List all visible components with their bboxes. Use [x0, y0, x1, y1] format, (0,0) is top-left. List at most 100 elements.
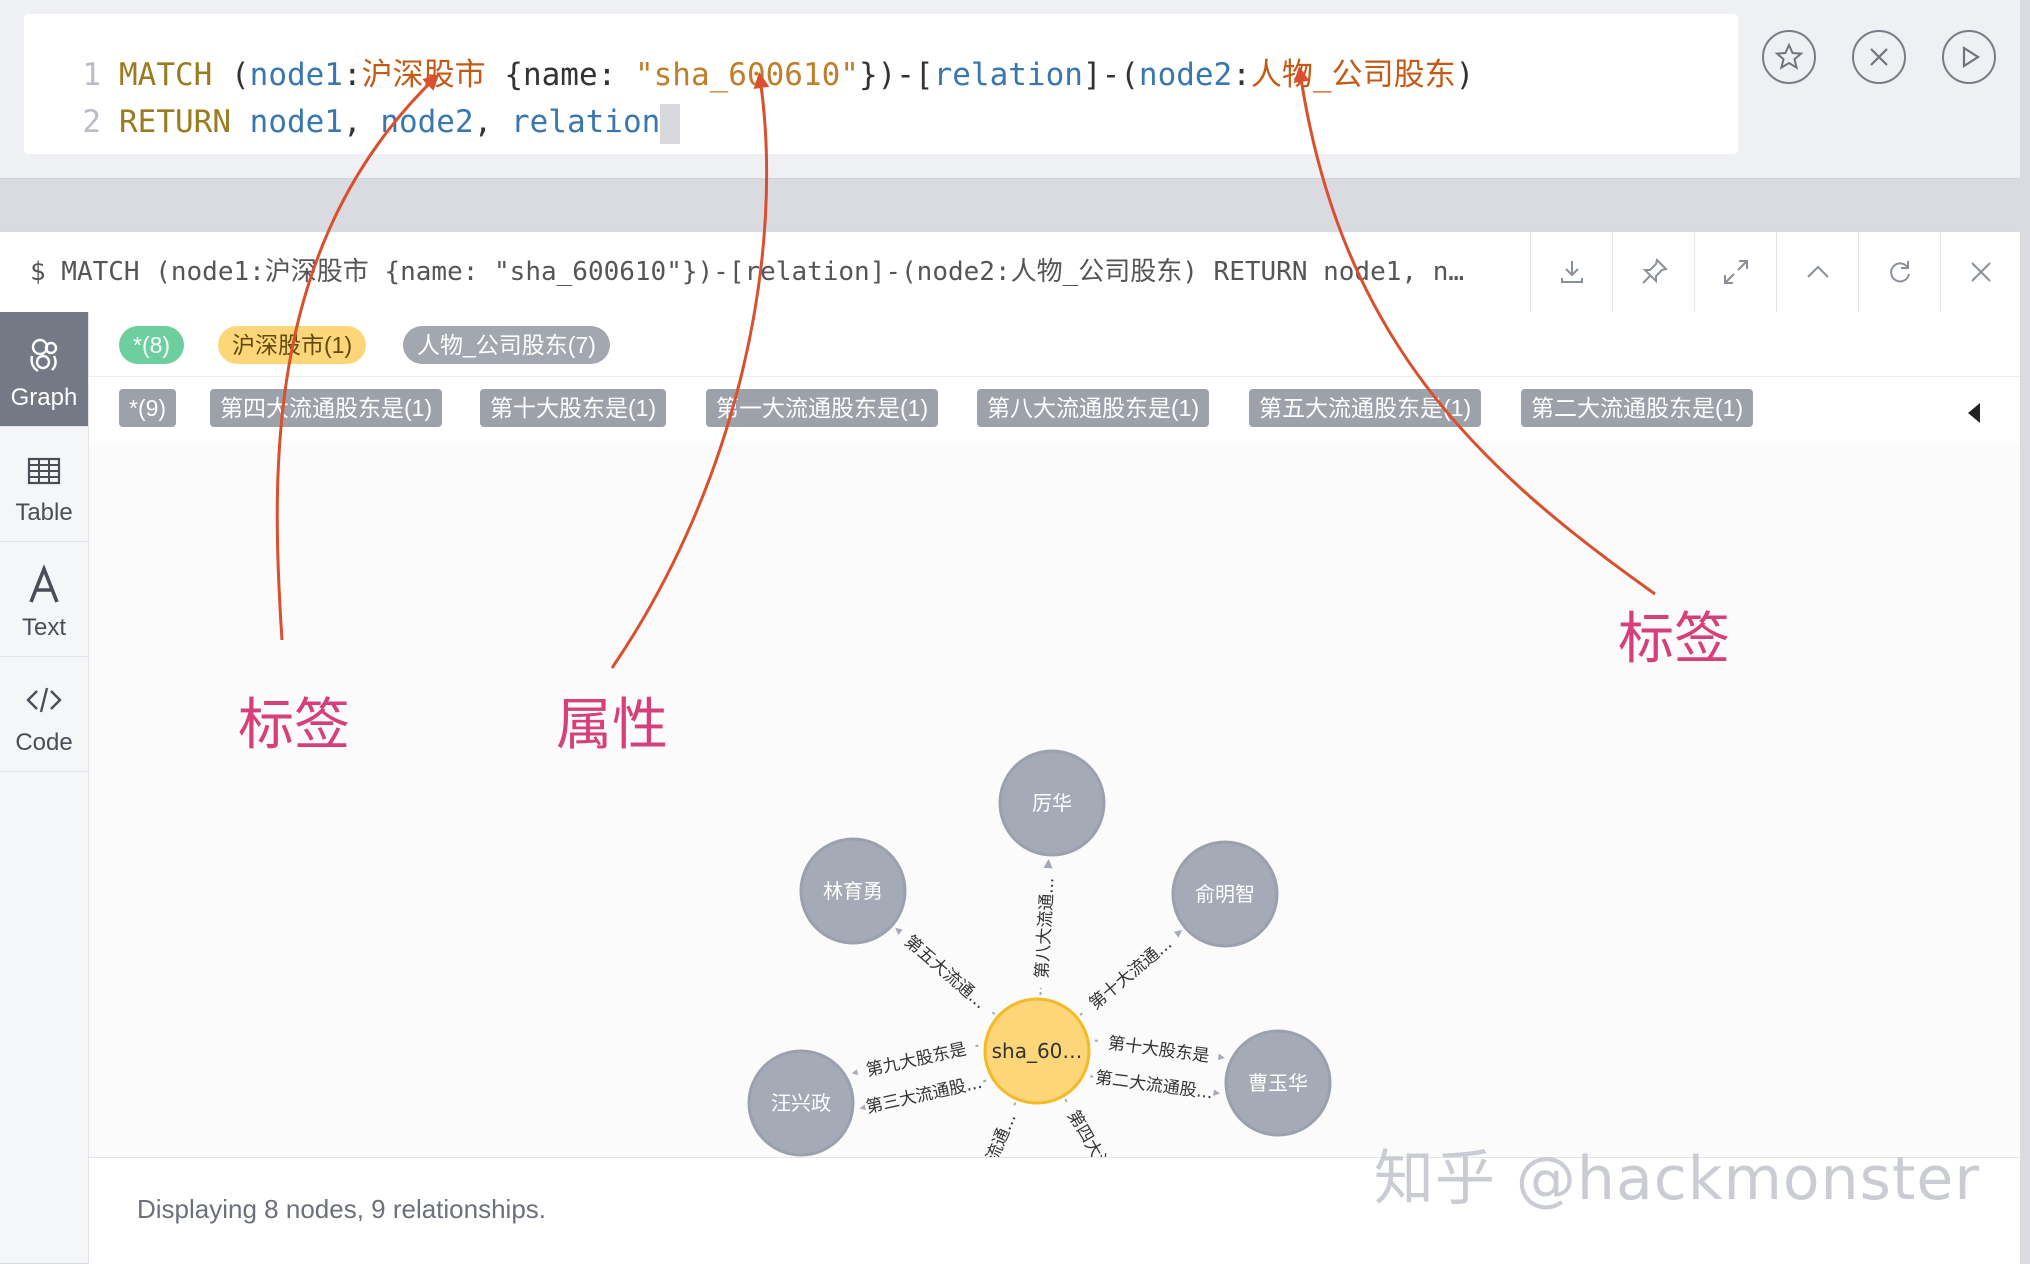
node-label-1: 沪深股市 [361, 57, 486, 93]
download-icon [1560, 261, 1583, 283]
relationship-label: 第五大流通... [900, 932, 990, 1014]
variable-relation: relation [933, 57, 1083, 93]
node-shareholder[interactable] [1224, 1029, 1332, 1137]
view-sidebar: Graph Table Text Code [0, 312, 89, 1263]
rel-type-tag[interactable]: 第四大流通股东是(1) [210, 389, 443, 427]
line-number: 2 [82, 104, 101, 140]
status-text: Displaying 8 nodes, 9 relationships. [137, 1194, 547, 1224]
close-frame-button[interactable] [1940, 232, 2020, 312]
star-icon [1774, 42, 1804, 70]
close-icon [1870, 48, 1888, 66]
pin-button[interactable] [1612, 232, 1694, 312]
query-editor-bar: 1 MATCH ( node1:沪深股市 {name: "sha_600610"})… [0, 0, 2020, 179]
rel-type-tag[interactable]: 第八大流通股东是(1) [977, 389, 1210, 427]
keyword-return: RETURN [119, 104, 231, 140]
node-stock-center[interactable] [983, 997, 1091, 1105]
relationship-type-bar: *(9) 第四大流通股东是(1) 第十大股东是(1) 第一大流通股东是(1) 第… [89, 376, 2020, 444]
property-value: "sha_600610" [634, 57, 859, 93]
relationship-label: 第二大流通股... [1094, 1068, 1214, 1103]
rel-type-tag[interactable]: 第十大股东是(1) [480, 389, 667, 427]
tab-label: Table [15, 499, 73, 526]
tab-graph[interactable]: Graph [0, 312, 88, 427]
fullscreen-button[interactable] [1694, 232, 1776, 312]
graph-visualization[interactable]: 第八大流通...第十大流通...第十大股东是第二大流通股...第四大流通...第… [89, 443, 2020, 1157]
node-label-2: 人物_公司股东 [1250, 57, 1456, 93]
table-icon [27, 457, 61, 485]
result-frame: $ MATCH (node1:沪深股市 {name: "sha_600610"}… [0, 231, 2020, 1264]
frame-query-text[interactable]: $ MATCH (node1:沪深股市 {name: "sha_600610"}… [30, 257, 1464, 287]
node-shareholder[interactable] [998, 749, 1106, 857]
run-button[interactable] [1942, 30, 1996, 84]
cypher-editor[interactable]: 1 MATCH ( node1:沪深股市 {name: "sha_600610"})… [24, 14, 1738, 154]
relationship-label-bg [1030, 867, 1059, 989]
text-caret [660, 103, 681, 144]
punctuation: : [342, 57, 362, 93]
pin-icon [1641, 258, 1668, 284]
relationship-label-bg [893, 924, 998, 1019]
return-relation: relation [510, 104, 661, 140]
label-pill-stock-market[interactable]: 沪深股市(1) [218, 326, 367, 364]
graph-icon [30, 338, 58, 373]
node-caption: sha_60… [992, 1039, 1083, 1063]
label-pill-all[interactable]: *(8) [119, 326, 185, 364]
collapse-types-toggle[interactable] [1968, 403, 1980, 423]
punctuation: ]-( [1082, 57, 1139, 93]
node-caption: 汪兴政 [771, 1091, 831, 1115]
line-number: 1 [82, 57, 101, 93]
label-pill-shareholder[interactable]: 人物_公司股东(7) [403, 326, 610, 364]
tab-text[interactable]: Text [0, 542, 88, 657]
variable-node2: node2 [1138, 57, 1233, 93]
relationship-label: 第三大流通股... [864, 1073, 984, 1118]
relationship-label-bg [863, 1071, 985, 1118]
tab-code[interactable]: Code [0, 657, 88, 772]
tab-label: Text [21, 614, 66, 641]
node-caption: 俞明智 [1195, 882, 1255, 906]
play-icon [1962, 45, 1981, 69]
rel-type-tag[interactable]: 第一大流通股东是(1) [706, 389, 939, 427]
relationship-label-bg [1093, 1066, 1215, 1103]
rel-type-tag[interactable]: 第二大流通股东是(1) [1521, 389, 1754, 427]
status-footer: Displaying 8 nodes, 9 relationships. 知乎 … [89, 1144, 2020, 1264]
node-caption: 曹玉华 [1248, 1071, 1308, 1095]
property-open: {name: [485, 57, 635, 93]
text-icon [29, 564, 59, 603]
rel-type-tag[interactable]: 第五大流通股东是(1) [1249, 389, 1482, 427]
keyword-match: MATCH [119, 57, 213, 93]
node-caption: 林育勇 [823, 879, 883, 903]
relationship-label: 第九大股东是 [864, 1039, 968, 1080]
relationship-label-bg [855, 1036, 977, 1082]
relationship-label-bg [1059, 1098, 1137, 1157]
punctuation: , [473, 104, 511, 140]
relationship-label: 第十大流通... [1086, 934, 1177, 1014]
tab-label: Code [15, 729, 73, 756]
punctuation: ( [212, 57, 250, 93]
graph-canvas[interactable]: 第八大流通...第十大流通...第十大股东是第二大流通股...第四大流通...第… [89, 443, 2020, 1157]
collapse-button[interactable] [1776, 232, 1858, 312]
favorite-button[interactable] [1762, 30, 1816, 84]
download-button[interactable] [1530, 232, 1612, 312]
rel-type-all[interactable]: *(9) [119, 389, 177, 427]
node-shareholder[interactable] [747, 1049, 855, 1157]
relationship-label: 第九大流通... [963, 1110, 1021, 1157]
rerun-button[interactable] [1858, 232, 1940, 312]
node-label-bar: *(8) 沪深股市(1) 人物_公司股东(7) [89, 312, 2020, 376]
relationship-label: 第十大股东是 [1107, 1033, 1211, 1066]
return-node1: node1 [249, 104, 343, 140]
tab-label: Graph [10, 384, 78, 411]
clear-button[interactable] [1852, 30, 1906, 84]
chevron-up-icon [1806, 265, 1829, 278]
close-icon [1970, 262, 1991, 282]
tab-table[interactable]: Table [0, 427, 88, 542]
return-node2: node2 [380, 104, 474, 140]
node-shareholder[interactable] [1171, 840, 1279, 948]
relationship-label-bg [1098, 1031, 1220, 1067]
frame-header: $ MATCH (node1:沪深股市 {name: "sha_600610"}… [0, 232, 2020, 313]
node-shareholder[interactable] [799, 837, 907, 945]
relationship-label-bg [1077, 927, 1183, 1020]
punctuation: ) [1455, 57, 1475, 93]
code-icon [26, 687, 62, 713]
watermark: 知乎 @hackmonster [1373, 1144, 1980, 1214]
punctuation: , [342, 104, 381, 140]
property-close: })-[ [858, 57, 934, 93]
